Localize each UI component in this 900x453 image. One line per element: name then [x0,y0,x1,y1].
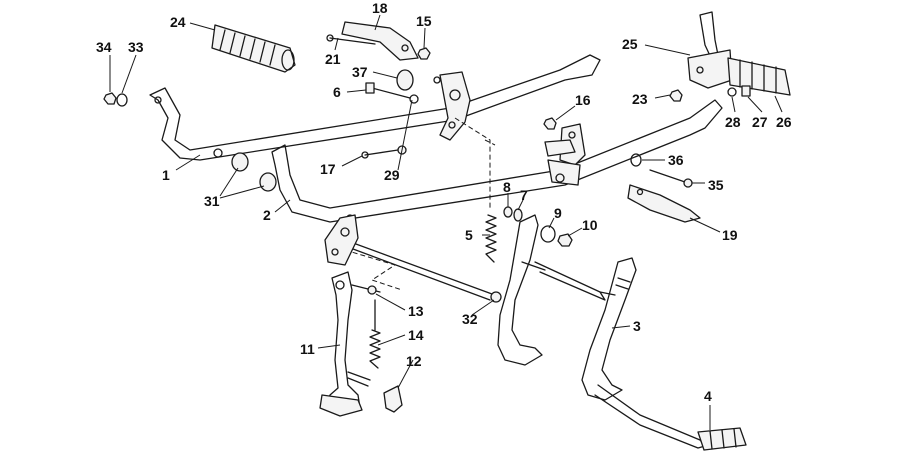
bolt-35 [649,169,693,188]
footpeg-rubber-left [211,24,296,73]
callout-28: 28 [725,114,741,130]
callout-4: 4 [704,388,712,404]
callout-31: 31 [204,193,220,209]
callout-2: 2 [263,207,271,223]
washer-36 [630,153,642,167]
alignment-lines [344,117,496,291]
callout-32: 32 [462,311,478,327]
callout-7: 7 [520,187,528,203]
spring-14 [369,299,381,369]
rubber-pad-12 [383,385,403,413]
bolt-6 [365,82,419,104]
callout-9: 9 [554,205,562,221]
callout-21: 21 [325,51,341,67]
callout-24: 24 [170,14,186,30]
callout-16: 16 [575,92,591,108]
footpeg-bracket-25 [687,11,733,89]
leader-lines [109,14,783,430]
callout-13: 13 [408,303,424,319]
side-stand-11 [319,271,371,417]
spring-5 [485,214,497,263]
bolt-32 [344,239,502,303]
nut-10 [557,233,573,247]
callout-25: 25 [622,36,638,52]
callout-14: 14 [408,327,424,343]
nut-15 [417,47,431,60]
mounting-bracket [433,71,471,141]
side-bracket [544,123,586,186]
footrest-bar-upper [149,54,601,161]
callout-8: 8 [503,179,511,195]
washer-33 [116,93,128,107]
callout-17: 17 [320,161,336,177]
sidestand-bracket [324,214,359,266]
footrest-plate [341,21,419,61]
bolt-17 [361,149,399,159]
callout-23: 23 [632,91,648,107]
spacers-31 [231,152,277,192]
pin-27 [741,85,751,97]
callout-36: 36 [668,152,684,168]
callout-35: 35 [708,177,724,193]
callout-1: 1 [162,167,170,183]
footrest-plate-19 [627,184,701,223]
callout-27: 27 [752,114,768,130]
callout-11: 11 [300,341,315,357]
bolt-13 [351,284,381,295]
callout-12: 12 [406,353,422,369]
callout-18: 18 [372,0,388,16]
callout-labels: 34 33 24 18 15 21 37 6 1 2 17 29 31 25 2… [96,0,792,404]
callout-6: 6 [333,84,341,100]
callout-19: 19 [722,227,738,243]
washer-28 [727,87,737,97]
nut-23 [669,89,683,102]
stand-grip-4 [697,427,747,451]
pin-7 [513,208,523,222]
washer-9 [540,225,556,243]
callout-3: 3 [633,318,641,334]
callout-10: 10 [582,217,598,233]
spacer-37 [396,69,414,91]
callout-26: 26 [776,114,792,130]
callout-5: 5 [465,227,473,243]
callout-33: 33 [128,39,144,55]
footpeg-rubber-right [727,57,791,96]
callout-34: 34 [96,39,112,55]
washer-8 [503,206,513,218]
nut-16 [543,117,557,130]
nut-34 [103,92,117,105]
callout-37: 37 [352,64,368,80]
center-stand-3 [497,214,706,449]
callout-15: 15 [416,13,432,29]
callout-29: 29 [384,167,400,183]
